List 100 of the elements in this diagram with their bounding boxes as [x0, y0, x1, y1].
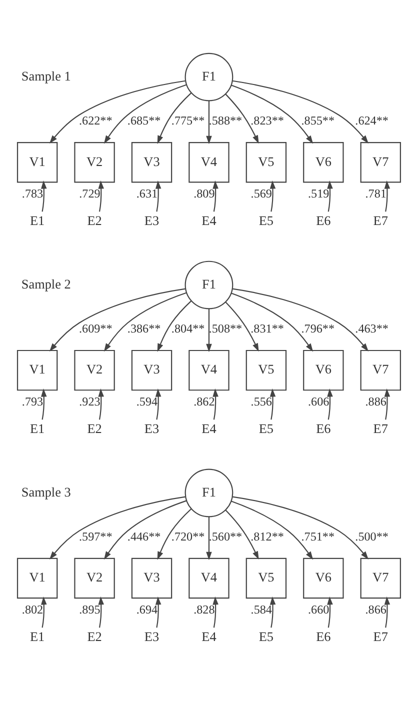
node-box: V5	[246, 142, 287, 183]
arrow	[41, 596, 47, 628]
node-box: V5	[246, 350, 287, 391]
arrow	[212, 180, 218, 212]
edge-label: .895	[79, 602, 100, 616]
label: Sample 1	[21, 68, 71, 84]
edge-label: .631	[136, 186, 158, 201]
arrow	[270, 180, 276, 212]
edge-label: .781	[365, 186, 386, 201]
edge-label: .386**	[127, 322, 161, 336]
edge-label: .862	[194, 394, 215, 408]
node-text: E5	[258, 421, 274, 436]
arrow	[327, 388, 333, 420]
arrow	[104, 292, 187, 352]
edge-label: .886	[365, 394, 386, 408]
edge-label: .560**	[208, 530, 242, 544]
edge-label: .793	[22, 394, 44, 408]
arrow	[232, 496, 369, 560]
arrow	[212, 388, 218, 420]
arrow	[104, 84, 187, 144]
arrow	[225, 510, 259, 560]
node-text: E5	[258, 629, 274, 644]
edge-label: .866	[365, 602, 386, 616]
arrow	[231, 292, 314, 352]
node-box: V6	[303, 142, 344, 183]
edge-label: .508**	[208, 322, 242, 336]
node-box: V3	[131, 558, 172, 599]
arrow	[155, 180, 162, 212]
node-box: V3	[131, 142, 172, 183]
arrow	[327, 596, 333, 628]
node-box: V7	[360, 558, 401, 599]
edge-label: .606	[308, 394, 330, 408]
node-box: V1	[16, 142, 58, 183]
node-box: V2	[74, 350, 115, 391]
edge-label: .802	[22, 602, 44, 616]
arrow	[49, 496, 186, 560]
arrow	[231, 84, 314, 144]
node-text: E5	[258, 213, 274, 228]
arrow	[41, 388, 47, 420]
node-text: E2	[87, 213, 102, 228]
edge-label: .660	[308, 602, 330, 616]
node-box: V5	[246, 558, 287, 599]
edge-label: .609**	[79, 322, 112, 336]
edge-label: .685**	[127, 114, 161, 128]
edge-label: .809	[194, 186, 215, 201]
edge-label: .694	[136, 602, 158, 616]
arrow	[327, 180, 333, 212]
arrow	[155, 388, 162, 420]
node-circle: F1	[184, 260, 234, 310]
arrow	[384, 596, 390, 628]
edge-label: .588**	[208, 114, 242, 128]
node-text: E4	[202, 629, 216, 644]
node-text: E7	[373, 421, 388, 436]
label: Sample 2	[21, 276, 71, 292]
edge-label: .594	[136, 394, 158, 408]
edge-label: .751**	[301, 530, 335, 544]
node-text: E2	[87, 421, 102, 436]
edge-label: .804**	[171, 322, 205, 336]
arrow	[41, 180, 47, 212]
node-text: E6	[316, 213, 331, 228]
node-circle: F1	[184, 468, 234, 518]
arrow	[98, 388, 104, 420]
arrow	[270, 388, 276, 420]
node-text: E4	[202, 213, 216, 228]
arrow	[232, 80, 369, 144]
node-box: V3	[131, 350, 172, 391]
arrow	[384, 180, 390, 212]
edge-label: .855**	[301, 114, 335, 128]
node-text: E3	[144, 213, 160, 228]
node-box: V4	[188, 558, 230, 599]
edge-label: .775**	[171, 114, 205, 128]
node-box: V4	[188, 350, 230, 391]
node-box: V2	[74, 558, 115, 599]
label: Sample 3	[21, 484, 71, 500]
node-box: V6	[303, 350, 344, 391]
edge-label: .463**	[355, 322, 388, 336]
arrow	[232, 288, 369, 352]
node-text: E4	[202, 421, 216, 436]
node-text: E1	[30, 421, 45, 436]
arrow	[155, 596, 162, 628]
edge-label: .556	[250, 394, 272, 408]
edge-label: .796**	[301, 322, 335, 336]
node-box: V4	[188, 142, 230, 183]
node-box: V6	[303, 558, 344, 599]
edge-label: .923	[79, 394, 100, 408]
arrow	[49, 288, 186, 352]
node-box: V1	[16, 350, 58, 391]
edge-label: .624**	[355, 114, 388, 128]
edge-label: .812**	[250, 530, 284, 544]
edge-label: .446**	[127, 530, 161, 544]
arrow	[206, 516, 212, 560]
node-text: E3	[144, 629, 160, 644]
node-box: V7	[360, 350, 401, 391]
arrow	[98, 596, 104, 628]
edge-label: .783	[22, 186, 44, 201]
node-text: E1	[30, 213, 45, 228]
node-box: V7	[360, 142, 401, 183]
edge-label: .622**	[79, 114, 112, 128]
edge-label: .584	[250, 602, 272, 616]
node-text: E6	[316, 629, 331, 644]
